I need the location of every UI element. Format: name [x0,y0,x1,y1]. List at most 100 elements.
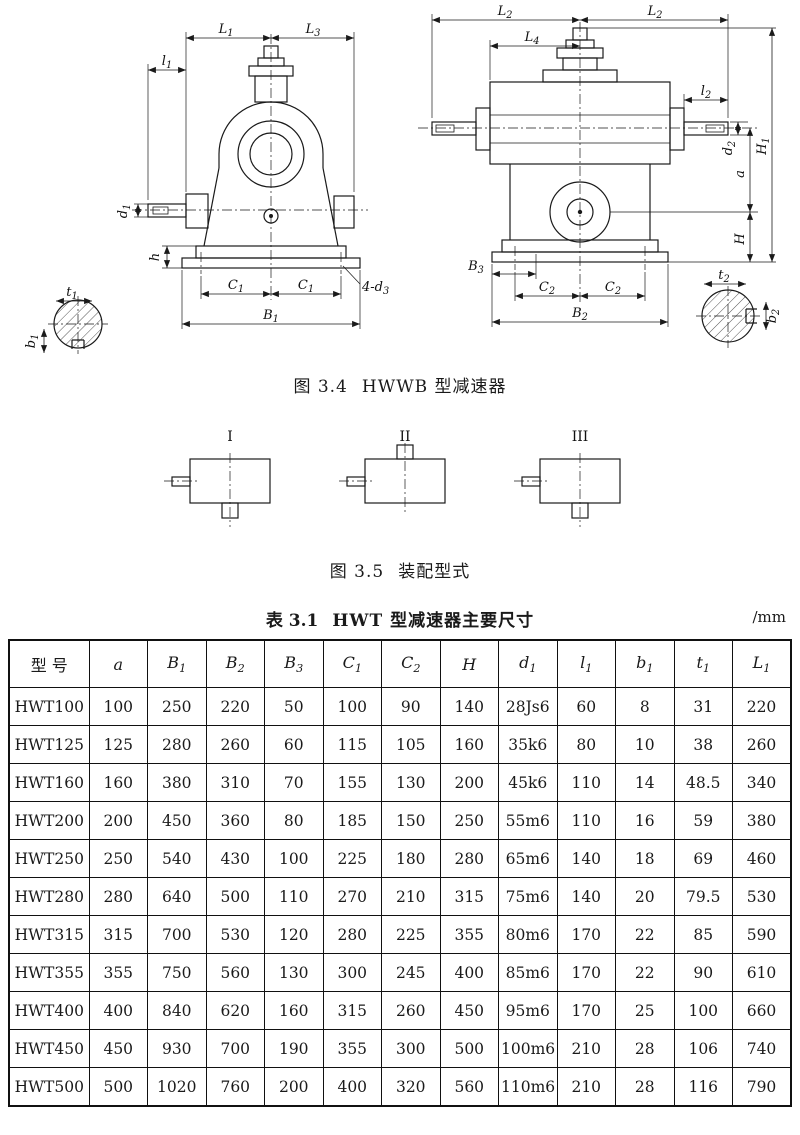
value-cell: 35k6 [498,725,558,764]
value-cell: 125 [88,725,148,764]
value-cell: 20 [615,877,675,916]
value-cell: 140 [439,687,499,726]
value-cell: 450 [439,991,499,1030]
value-cell: 22 [615,953,675,992]
value-cell: 280 [88,877,148,916]
value-cell: 300 [381,1029,441,1068]
value-cell: 200 [439,763,499,802]
value-cell: 48.5 [673,763,733,802]
value-cell: 100 [264,839,324,878]
value-cell: 85m6 [498,953,558,992]
column-header: H [439,639,499,688]
value-cell: 355 [88,953,148,992]
value-cell: 28Js6 [498,687,558,726]
value-cell: 280 [439,839,499,878]
value-cell: 400 [88,991,148,1030]
value-cell: 260 [381,991,441,1030]
model-cell: HWT125 [8,725,90,764]
model-cell: HWT280 [8,877,90,916]
value-cell: 28 [615,1067,675,1107]
value-cell: 210 [556,1029,616,1068]
value-cell: 38 [673,725,733,764]
dim-label-t2: t2 [718,268,729,285]
value-cell: 190 [264,1029,324,1068]
value-cell: 560 [439,1067,499,1107]
value-cell: 250 [88,839,148,878]
figure-3-5: I II III [8,425,792,547]
value-cell: 100 [322,687,382,726]
model-cell: HWT355 [8,953,90,992]
value-cell: 760 [205,1067,265,1107]
value-cell: 16 [615,801,675,840]
value-cell: 930 [147,1029,207,1068]
value-cell: 1020 [147,1067,207,1107]
column-header: B3 [264,639,324,688]
value-cell: 115 [322,725,382,764]
value-cell: 340 [732,763,792,802]
dim-label-B3: B3 [467,259,484,276]
value-cell: 740 [732,1029,792,1068]
table-3-1-title: HWT 型减速器主要尺寸 [332,611,535,631]
value-cell: 430 [205,839,265,878]
dim-label-L3: L3 [305,22,321,39]
dim-label-l1: l1 [162,54,172,71]
value-cell: 450 [88,1029,148,1068]
value-cell: 140 [556,839,616,878]
model-cell: HWT315 [8,915,90,954]
value-cell: 110 [556,801,616,840]
value-cell: 80 [556,725,616,764]
value-cell: 90 [381,687,441,726]
value-cell: 225 [322,839,382,878]
value-cell: 450 [147,801,207,840]
model-cell: HWT400 [8,991,90,1030]
value-cell: 270 [322,877,382,916]
value-cell: 69 [673,839,733,878]
value-cell: 70 [264,763,324,802]
value-cell: 106 [673,1029,733,1068]
shaft-section-detail-left: t1 b1 [24,285,108,354]
value-cell: 160 [88,763,148,802]
value-cell: 220 [205,687,265,726]
value-cell: 28 [615,1029,675,1068]
dim-label-4-d3: 4-d3 [361,280,389,297]
value-cell: 31 [673,687,733,726]
value-cell: 100 [88,687,148,726]
model-cell: HWT250 [8,839,90,878]
model-cell: HWT100 [8,687,90,726]
dim-label-C2-right: C2 [605,280,621,297]
value-cell: 60 [264,725,324,764]
figure-3-4-drawing: L1 L3 l1 d1 h C1 C1 [24,4,782,354]
dim-label-H1: H1 [755,137,772,156]
value-cell: 105 [381,725,441,764]
column-header: B2 [205,639,265,688]
column-header: B1 [147,639,207,688]
figure-3-5-drawing: I II III [164,429,621,527]
dim-label-d1: d1 [116,204,133,219]
dim-label-h: h [148,253,163,261]
value-cell: 120 [264,915,324,954]
value-cell: 85 [673,915,733,954]
value-cell: 14 [615,763,675,802]
value-cell: 560 [205,953,265,992]
value-cell: 280 [322,915,382,954]
value-cell: 260 [732,725,792,764]
value-cell: 380 [147,763,207,802]
value-cell: 530 [205,915,265,954]
value-cell: 150 [381,801,441,840]
value-cell: 59 [673,801,733,840]
value-cell: 80m6 [498,915,558,954]
dim-label-B1: B1 [262,308,279,325]
model-cell: HWT160 [8,763,90,802]
front-view-drawing: L1 L3 l1 d1 h C1 C1 [24,22,389,354]
